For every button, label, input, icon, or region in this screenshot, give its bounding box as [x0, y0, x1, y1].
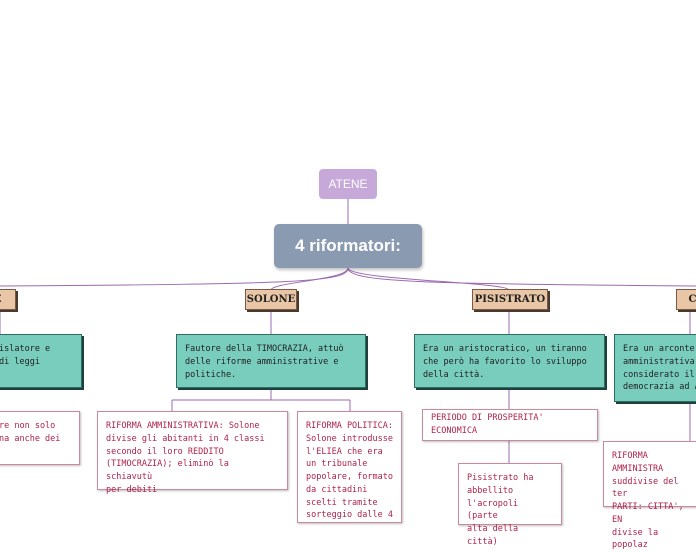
connector-root-pisistrato [347, 267, 510, 291]
reformer-note-pisistrato-acropoli[interactable]: Pisistrato ha abbellito l'acropoli (part… [458, 463, 562, 547]
connector-root-solone [270, 267, 349, 291]
connector-lines [0, 199, 696, 463]
reformer-tab-pisistrato[interactable]: PISISTRATO [472, 289, 548, 310]
connector-root-cl [347, 267, 696, 287]
reformer-tab-solone[interactable]: SOLONE [245, 289, 297, 310]
reformer-note-solone-amministrativa[interactable]: RIFORMA AMMINISTRATIVA: Solone divise gl… [97, 411, 288, 495]
connector-solone-notes [171, 388, 351, 411]
reformer-note-ne[interactable]: re non solo na anche dei [0, 411, 80, 465]
reformer-description-cl[interactable]: Era un arconte amministrativa considerat… [614, 334, 696, 402]
reformer-tab-cl[interactable]: CL [676, 289, 696, 310]
reformer-description-pisistrato[interactable]: Era un aristocratico, un tiranno che per… [414, 334, 605, 388]
atene-node[interactable]: ATENE [319, 169, 377, 199]
reformer-note-solone-politica[interactable]: RIFORMA POLITICA: Solone introdusse l'EL… [297, 411, 402, 523]
reformer-description-ne[interactable]: islatore e di leggi [0, 334, 82, 388]
reformer-note-cl[interactable]: RIFORMA AMMINISTRA suddivise del ter PAR… [603, 441, 696, 550]
central-topic[interactable]: 4 riformatori: [274, 224, 422, 268]
reformer-description-solone[interactable]: Fautore della TIMOCRAZIA, attuò delle ri… [176, 334, 366, 388]
connector-root-ne [0, 267, 349, 287]
reformer-note-pisistrato-prosperita[interactable]: PERIODO DI PROSPERITA' ECONOMICA [422, 409, 598, 441]
reformer-tab-ne[interactable]: NE [0, 289, 16, 310]
